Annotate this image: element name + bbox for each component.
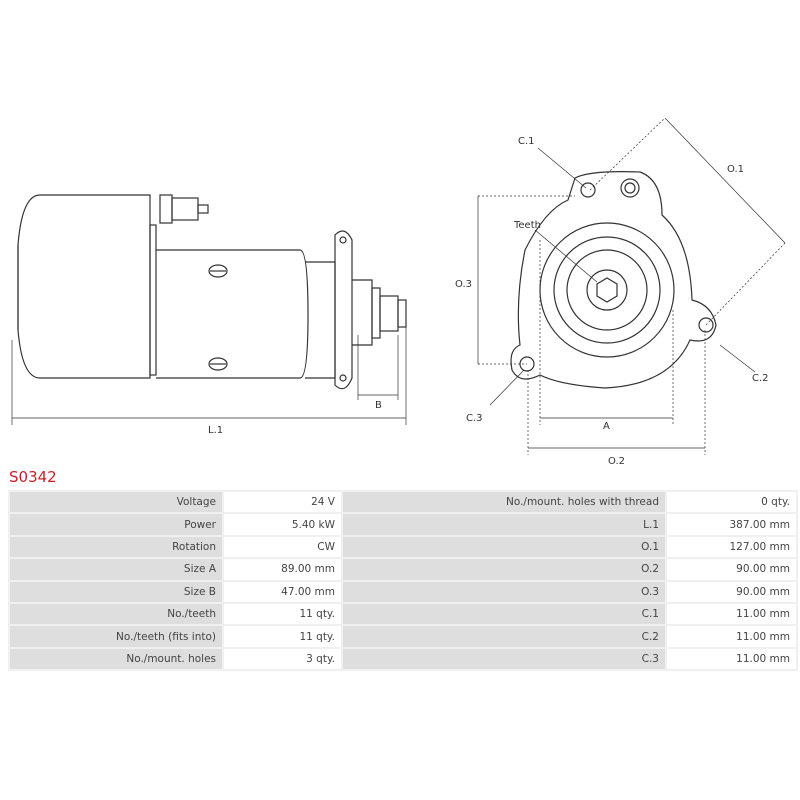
spec-label: Size A <box>10 559 222 580</box>
product-code: S0342 <box>9 468 57 486</box>
spec-label: L.1 <box>343 514 665 535</box>
spec-value: 11 qty. <box>224 626 341 647</box>
spec-value: 127.00 mm <box>667 536 796 558</box>
side-view-dimensions <box>11 320 407 425</box>
side-view <box>17 194 407 390</box>
spec-label: No./mount. holes with thread <box>343 492 665 513</box>
spec-value: 0 qty. <box>667 492 796 513</box>
label-l1: L.1 <box>208 425 223 436</box>
spec-label: C.3 <box>343 648 665 670</box>
spec-label: Power <box>10 514 222 535</box>
spec-value: 11 qty. <box>224 603 341 625</box>
spec-label: O.3 <box>343 581 665 602</box>
spec-value: 5.40 kW <box>224 514 341 535</box>
spec-value: 11.00 mm <box>667 626 796 647</box>
spec-value: 11.00 mm <box>667 603 796 625</box>
label-o1: O.1 <box>727 164 744 175</box>
label-b: B <box>375 400 382 411</box>
spec-value: 24 V <box>224 492 341 513</box>
spec-label: No./teeth (fits into) <box>10 626 222 647</box>
label-c1: C.1 <box>518 136 535 147</box>
label-a: A <box>603 421 610 432</box>
spec-label: C.1 <box>343 603 665 625</box>
spec-value: 3 qty. <box>224 648 341 670</box>
spec-value: CW <box>224 536 341 558</box>
spec-value: 90.00 mm <box>667 559 796 580</box>
front-view-dimension-lines <box>477 117 786 449</box>
spec-value: 47.00 mm <box>224 581 341 602</box>
label-o2: O.2 <box>608 456 625 467</box>
front-view-dimensions <box>478 117 786 455</box>
label-c3: C.3 <box>466 413 483 424</box>
label-o3: O.3 <box>455 279 472 290</box>
label-teeth: Teeth <box>513 220 541 231</box>
spec-value: 387.00 mm <box>667 514 796 535</box>
front-view <box>510 171 717 389</box>
spec-label: No./mount. holes <box>10 648 222 670</box>
spec-label: Rotation <box>10 536 222 558</box>
starter-technical-drawing: L.1 B C.1 O.1 Teeth O.3 C.2 C.3 A <box>11 117 786 467</box>
spec-label: C.2 <box>343 626 665 647</box>
spec-label: Size B <box>10 581 222 602</box>
spec-value: 90.00 mm <box>667 581 796 602</box>
spec-label: Voltage <box>10 492 222 513</box>
spec-value: 11.00 mm <box>667 648 796 670</box>
spec-label: O.2 <box>343 559 665 580</box>
spec-label: No./teeth <box>10 603 222 625</box>
spec-label: O.1 <box>343 536 665 558</box>
spec-value: 89.00 mm <box>224 559 341 580</box>
label-c2: C.2 <box>752 373 769 384</box>
